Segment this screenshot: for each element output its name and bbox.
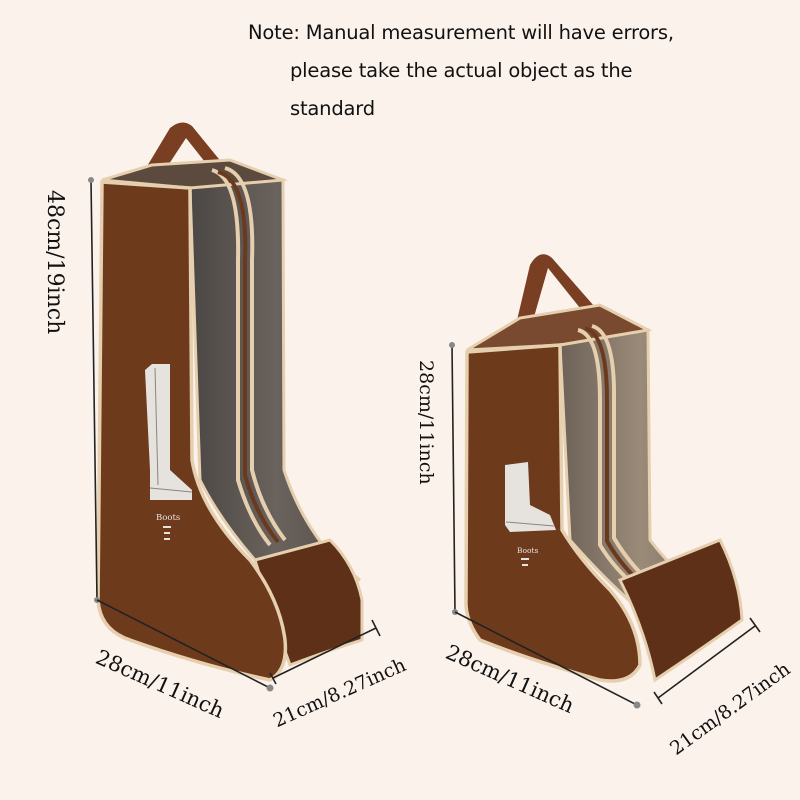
short-bag-height-label: 28cm/11inch	[415, 360, 437, 485]
tall-bag-height-label: 48cm/19inch	[42, 190, 67, 335]
tall-bag-front	[96, 180, 288, 682]
tall-bag-label: Boots	[156, 513, 180, 523]
short-boot-icon	[505, 462, 556, 532]
short-bag-front	[464, 343, 642, 683]
dimension-lines	[88, 177, 761, 709]
note-line-2: please take the actual object as the	[290, 59, 633, 82]
measurement-note: Note: Manual measurement will have error…	[248, 14, 674, 128]
short-boot-bag: Boots	[464, 254, 744, 683]
tall-boot-bag: Boots	[96, 122, 364, 682]
note-line-1: Note: Manual measurement will have error…	[248, 21, 674, 44]
short-bag-label: Boots	[517, 546, 539, 555]
note-line-3: standard	[290, 97, 375, 120]
tall-boot-icon	[145, 364, 193, 500]
short-bag-handle	[510, 254, 608, 352]
